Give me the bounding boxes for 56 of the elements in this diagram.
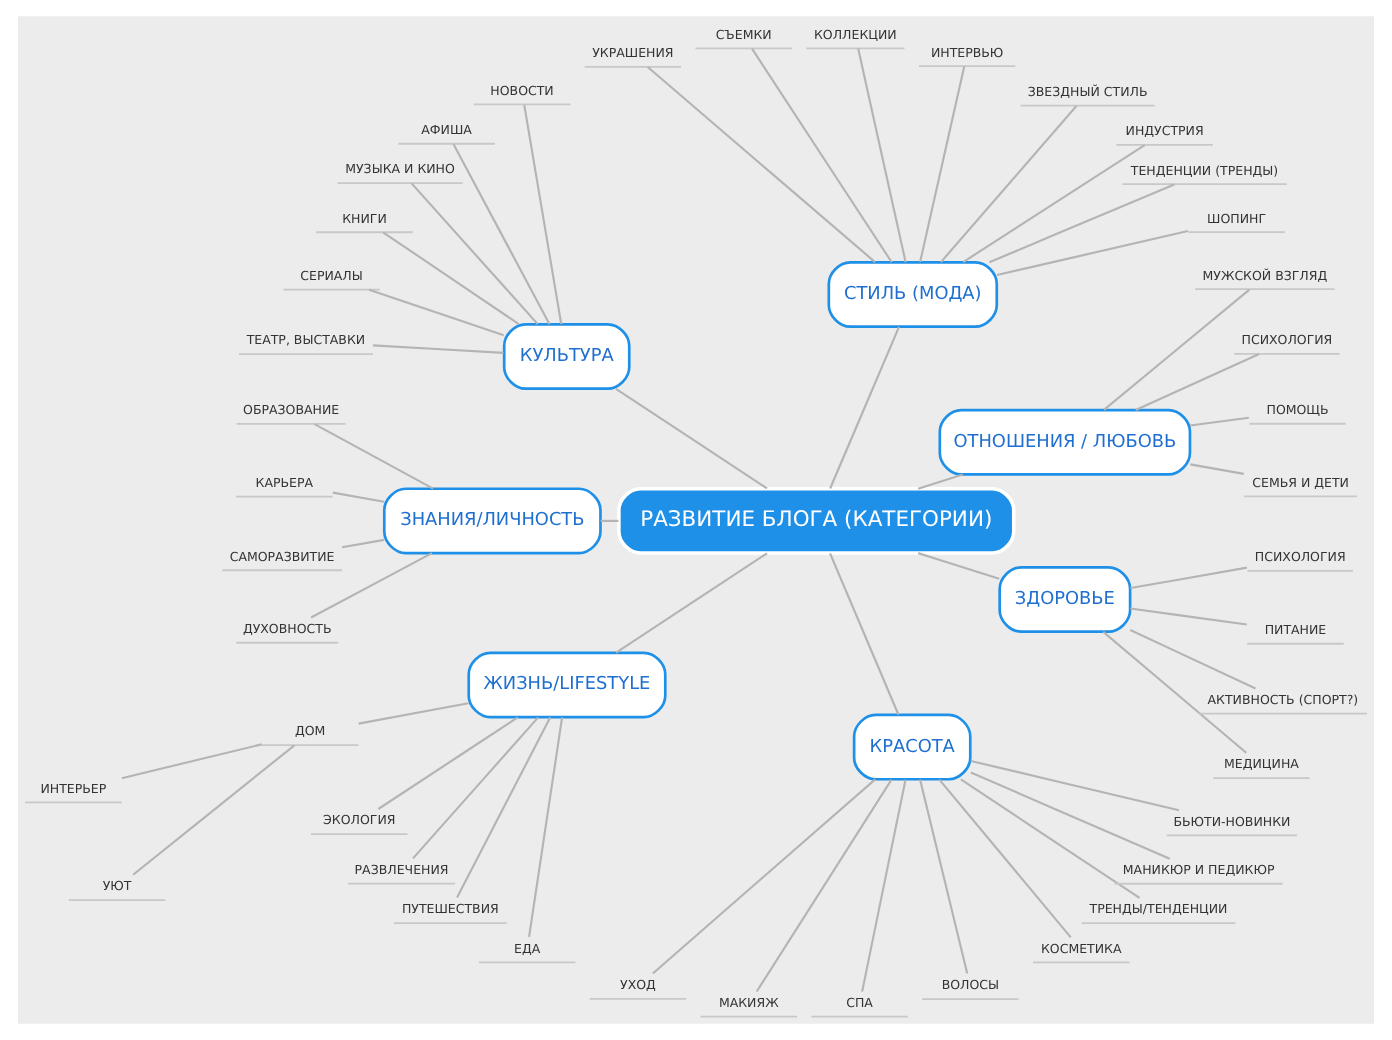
connector [1103,288,1251,411]
node-box: СТИЛЬ (МОДА) [827,261,999,328]
connector [751,48,893,263]
connector [970,771,1171,860]
connector [310,552,433,619]
connector [372,344,504,354]
connector [861,779,907,992]
connector [919,779,969,974]
connector [1129,629,1256,690]
connector [1130,566,1248,590]
connector [989,183,1175,264]
connector [646,66,876,263]
connector [1135,353,1260,411]
connector [456,716,552,899]
connector [341,538,385,549]
connector [960,778,1141,899]
connector [970,759,1180,812]
connector [615,552,768,654]
node-box: РАЗВИТИЕ БЛОГА (КАТЕГОРИИ) [617,486,1016,555]
connector [523,104,563,325]
connector [358,702,469,725]
connector [132,744,296,876]
connector [940,105,1078,263]
connector [829,552,900,716]
connector [410,182,539,325]
connector [917,473,964,490]
node-box: ЖИЗНЬ/LIFESTYLE [467,651,667,719]
node-box: КУЛЬТУРА [502,323,631,390]
node-box: КРАСОТА [852,713,972,781]
connector [829,326,900,489]
connector [412,716,539,860]
connector [996,229,1189,277]
connector [919,66,966,263]
connector [615,388,768,490]
connector [121,743,262,780]
connector [917,552,1000,580]
node-box: ЗНАНИЯ/ЛИЧНОСТЬ [382,487,602,555]
connector [528,717,564,937]
node-box: ЗДОРОВЬЕ [998,566,1132,634]
connector [600,519,619,522]
connector [857,48,907,263]
connector [368,288,505,337]
connector [332,491,385,503]
connector [1190,463,1244,475]
connector [962,144,1146,263]
connector [938,779,1072,938]
connector [382,231,520,325]
connector [755,779,893,993]
connector [1102,631,1247,754]
connector [1130,607,1247,626]
connector [652,778,876,975]
node-box: ОТНОШЕНИЯ / ЛЮБОВЬ [938,408,1192,476]
connector [452,143,551,325]
connector [1189,416,1249,427]
connector [377,716,519,810]
connector [314,423,434,490]
